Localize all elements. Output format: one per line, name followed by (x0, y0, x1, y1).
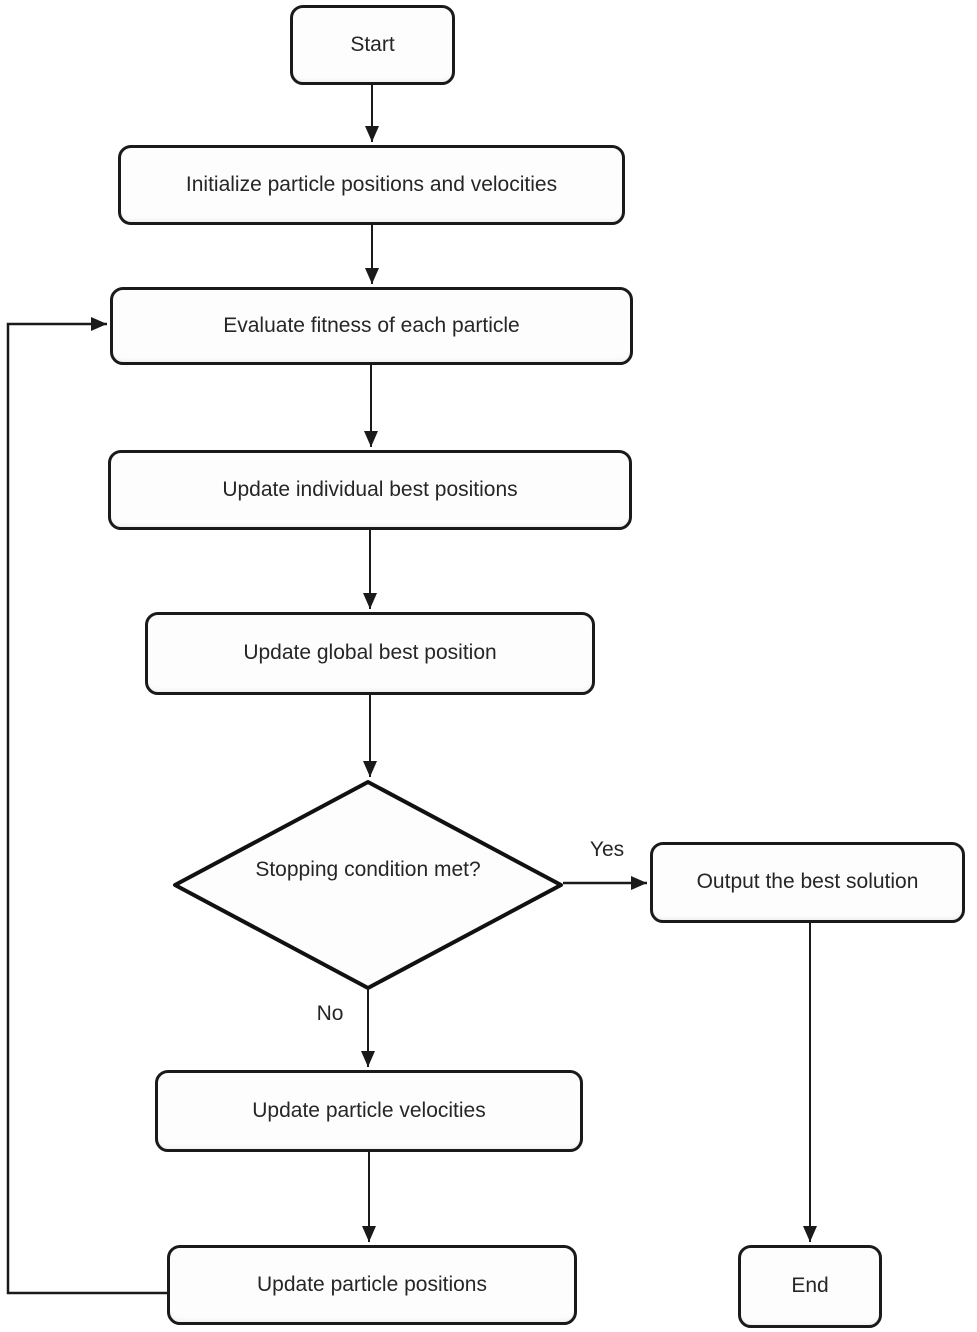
decision-diamond-shape (173, 780, 563, 990)
node-initialize-particles-label: Initialize particle positions and veloci… (185, 172, 558, 196)
node-evaluate-fitness: Evaluate fitness of each particle (110, 287, 633, 365)
decision-stopping-condition-label: Stopping condition met? (255, 858, 481, 881)
node-evaluate-fitness-label: Evaluate fitness of each particle (223, 313, 520, 337)
edge-label-yes: Yes (589, 838, 625, 861)
node-output-best-solution: Output the best solution (650, 842, 965, 923)
node-update-particle-velocities: Update particle velocities (155, 1070, 583, 1152)
node-update-particle-positions-label: Update particle positions (257, 1272, 487, 1296)
node-end-label: End (791, 1274, 829, 1298)
node-update-particle-positions: Update particle positions (167, 1245, 577, 1325)
node-end: End (738, 1245, 882, 1328)
node-update-particle-velocities-label: Update particle velocities (252, 1098, 486, 1122)
node-update-individual-best-label: Update individual best positions (222, 477, 518, 501)
edge-label-no: No (316, 1002, 344, 1025)
node-initialize-particles: Initialize particle positions and veloci… (118, 145, 625, 225)
node-update-global-best: Update global best position (145, 612, 595, 695)
node-update-individual-best: Update individual best positions (108, 450, 632, 530)
edge-loopback-update-positions-evaluate (6, 317, 167, 1295)
node-update-global-best-label: Update global best position (243, 641, 497, 665)
node-start-label: Start (350, 32, 395, 56)
node-start: Start (290, 5, 455, 85)
node-output-best-solution-label: Output the best solution (696, 870, 919, 894)
